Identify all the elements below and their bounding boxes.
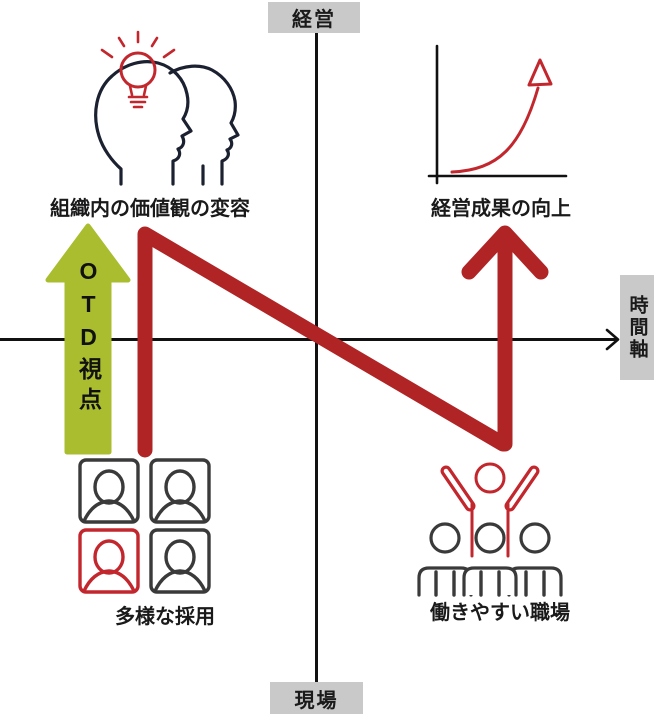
lightbulb-rays-icon xyxy=(100,30,176,59)
heads-lightbulb-icon xyxy=(94,30,240,186)
person-box-highlighted xyxy=(78,528,140,594)
diverse-hiring-grid-icon xyxy=(78,458,211,594)
axis-label-time: 時間軸 xyxy=(620,275,654,380)
flow-arrowhead xyxy=(461,225,549,280)
time-axis-label-text: 時間軸 xyxy=(626,294,648,361)
cheering-person-icon xyxy=(440,462,540,558)
axis-label-bottom: 現場 xyxy=(270,682,363,714)
happy-team-icon xyxy=(417,462,563,597)
time-axis-arrowhead-icon xyxy=(605,328,620,351)
growth-chart-icon xyxy=(427,44,568,185)
growth-arrowhead-icon xyxy=(527,58,553,87)
axis-label-top: 経営 xyxy=(268,2,360,33)
label-values-transformation: 組織内の価値観の変容 xyxy=(50,198,250,220)
coworker-person-icon xyxy=(417,522,473,597)
coworker-person-icon xyxy=(462,522,518,597)
red-flow-arrow-icon xyxy=(137,225,549,458)
otd-arrow-label: OTD視点 xyxy=(75,258,102,417)
chart-axes xyxy=(427,44,568,185)
coworker-person-icon xyxy=(507,522,563,597)
label-diverse-hiring: 多様な採用 xyxy=(115,606,215,628)
lightbulb-icon xyxy=(119,51,157,89)
growth-curve xyxy=(450,86,540,174)
flow-up-and-diagonal xyxy=(137,226,511,458)
label-business-results: 経営成果の向上 xyxy=(431,198,571,220)
otd-up-arrow-icon xyxy=(45,223,131,455)
person-box xyxy=(149,458,211,524)
label-comfortable-workplace: 働きやすい職場 xyxy=(430,602,570,624)
person-box xyxy=(78,458,140,524)
person-box xyxy=(149,528,211,594)
